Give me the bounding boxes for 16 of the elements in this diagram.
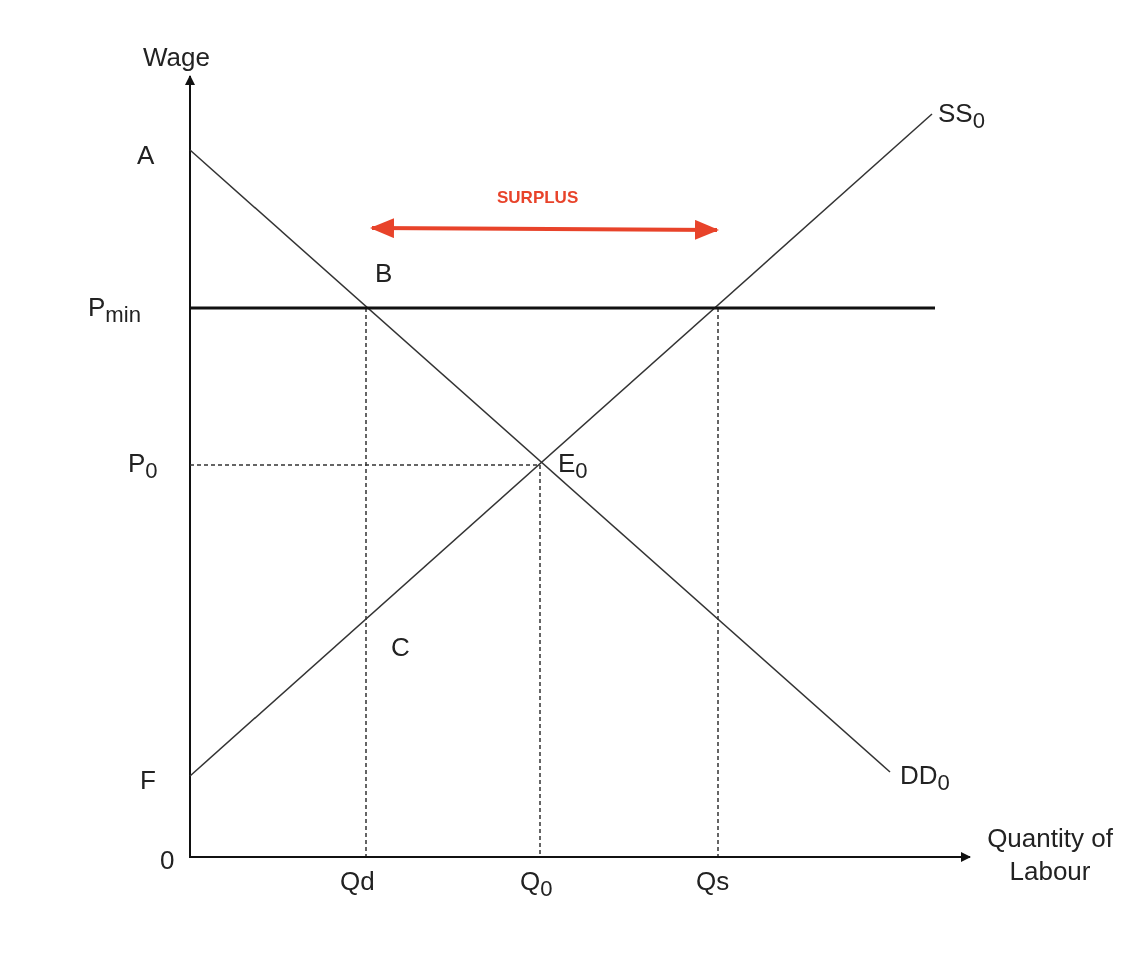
tick-label: P$_{0}$ [128, 448, 158, 485]
tick-label: P$_{min}$ [88, 292, 141, 329]
tick-label: F [140, 765, 156, 797]
axis-label: Quantity of Labour [986, 822, 1114, 887]
point-label: B [375, 258, 393, 290]
annotation: SURPLUS [497, 188, 579, 209]
tick-label: Qd [340, 866, 375, 898]
curve-label: DD$_{0}$ [900, 760, 950, 797]
tick-label: Qs [696, 866, 730, 898]
point-label: C [391, 632, 410, 664]
point-label: A [137, 140, 155, 172]
tick-label: Q$_{0}$ [520, 866, 553, 903]
axis-label: Wage [143, 42, 210, 74]
point-label: E$_{0}$ [558, 448, 588, 485]
tick-label: 0 [160, 845, 175, 877]
curve-label: SS$_{0}$ [938, 98, 985, 135]
